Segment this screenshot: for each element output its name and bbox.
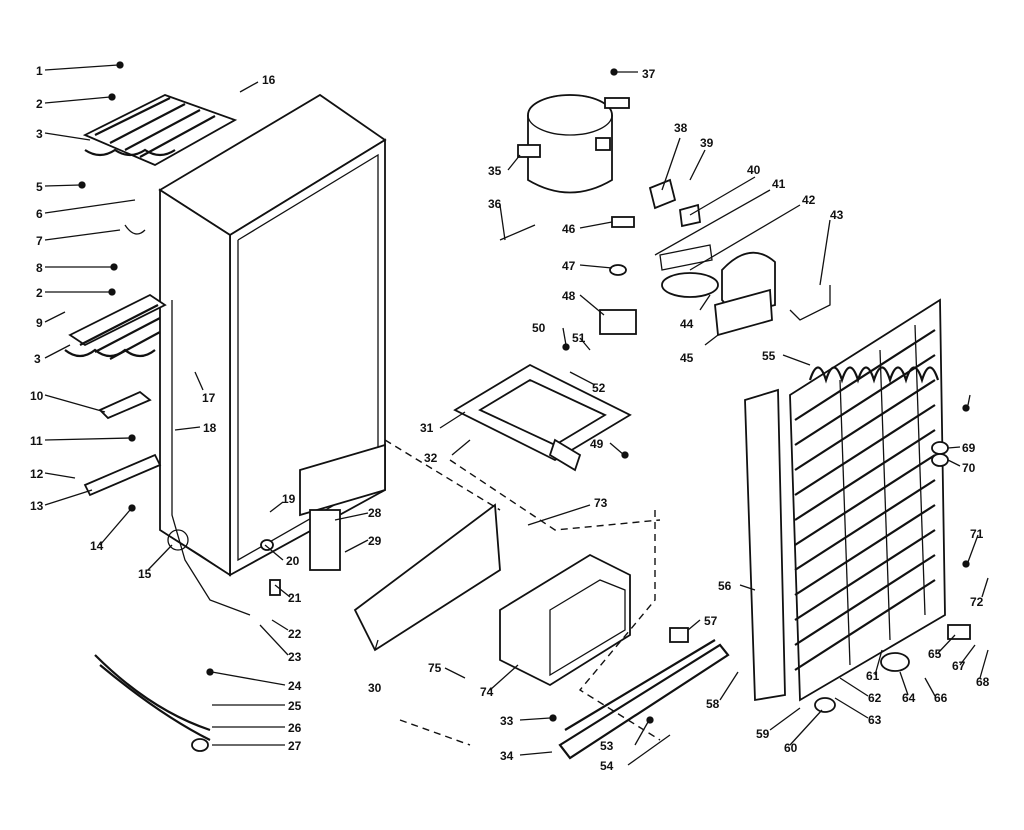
callout-27: 27: [288, 739, 302, 753]
callout-51: 51: [572, 331, 586, 345]
callout-31: 31: [420, 421, 434, 435]
callout-70: 70: [962, 461, 976, 475]
callout-6: 6: [36, 207, 43, 221]
callout-48: 48: [562, 289, 576, 303]
callout-1: 1: [36, 64, 43, 78]
callout-46: 46: [562, 222, 576, 236]
callout-65: 65: [928, 647, 942, 661]
callout-9: 9: [36, 316, 43, 330]
callout-34: 34: [500, 749, 514, 763]
callout-42: 42: [802, 193, 816, 207]
callout-labels: 1 2 3 5 6 7 8 2 9 3 10 11 12 13 14 15 16…: [30, 64, 990, 773]
callout-52: 52: [592, 381, 606, 395]
callout-10: 10: [30, 389, 44, 403]
callout-37: 37: [642, 67, 656, 81]
callout-2b: 2: [36, 286, 43, 300]
callout-66: 66: [934, 691, 948, 705]
callout-20: 20: [286, 554, 300, 568]
callout-36: 36: [488, 197, 502, 211]
callout-26: 26: [288, 721, 302, 735]
callout-24: 24: [288, 679, 302, 693]
callout-63: 63: [868, 713, 882, 727]
callout-45: 45: [680, 351, 694, 365]
leader-lines: [44, 61, 989, 766]
callout-18: 18: [203, 421, 217, 435]
callout-69: 69: [962, 441, 976, 455]
callout-72: 72: [970, 595, 984, 609]
callout-33: 33: [500, 714, 514, 728]
callout-73: 73: [594, 496, 608, 510]
callout-15: 15: [138, 567, 152, 581]
callout-49: 49: [590, 437, 604, 451]
callout-67: 67: [952, 659, 966, 673]
callout-28: 28: [368, 506, 382, 520]
callout-57: 57: [704, 614, 718, 628]
callout-43: 43: [830, 208, 844, 222]
callout-3b: 3: [34, 352, 41, 366]
callout-62: 62: [868, 691, 882, 705]
condenser-assembly: [744, 298, 949, 702]
callout-32: 32: [424, 451, 438, 465]
callout-74: 74: [480, 685, 494, 699]
callout-16: 16: [262, 73, 276, 87]
upper-evaporator-shelf: [82, 94, 238, 235]
callout-50: 50: [532, 321, 546, 335]
callout-47: 47: [562, 259, 576, 273]
callout-25: 25: [288, 699, 302, 713]
compressor-assembly: [453, 94, 831, 472]
callout-58: 58: [706, 697, 720, 711]
callout-14: 14: [90, 539, 104, 553]
callout-21: 21: [288, 591, 302, 605]
callout-55: 55: [762, 349, 776, 363]
callout-75: 75: [428, 661, 442, 675]
callout-40: 40: [747, 163, 761, 177]
callout-11: 11: [30, 434, 43, 448]
callout-39: 39: [700, 136, 714, 150]
callout-41: 41: [772, 177, 786, 191]
callout-68: 68: [976, 675, 990, 689]
callout-12: 12: [30, 467, 44, 481]
callout-38: 38: [674, 121, 688, 135]
callout-5: 5: [36, 180, 43, 194]
callout-60: 60: [784, 741, 798, 755]
callout-13: 13: [30, 499, 44, 513]
callout-2: 2: [36, 97, 43, 111]
callout-35: 35: [488, 164, 502, 178]
callout-64: 64: [902, 691, 916, 705]
callout-23: 23: [288, 650, 302, 664]
callout-7: 7: [36, 234, 43, 248]
callout-8: 8: [36, 261, 43, 275]
callout-17: 17: [202, 391, 216, 405]
callout-56: 56: [718, 579, 732, 593]
callout-61: 61: [866, 669, 880, 683]
bottom-parts: [94, 439, 971, 760]
callout-44: 44: [680, 317, 694, 331]
callout-22: 22: [288, 627, 302, 641]
callout-53: 53: [600, 739, 614, 753]
callout-30: 30: [368, 681, 382, 695]
callout-29: 29: [368, 534, 382, 548]
callout-54: 54: [600, 759, 614, 773]
lower-evaporator-shelf: [64, 293, 167, 497]
callout-59: 59: [756, 727, 770, 741]
callout-71: 71: [970, 527, 984, 541]
cabinet: [158, 93, 387, 616]
callout-3: 3: [36, 127, 43, 141]
callout-19: 19: [282, 492, 296, 506]
